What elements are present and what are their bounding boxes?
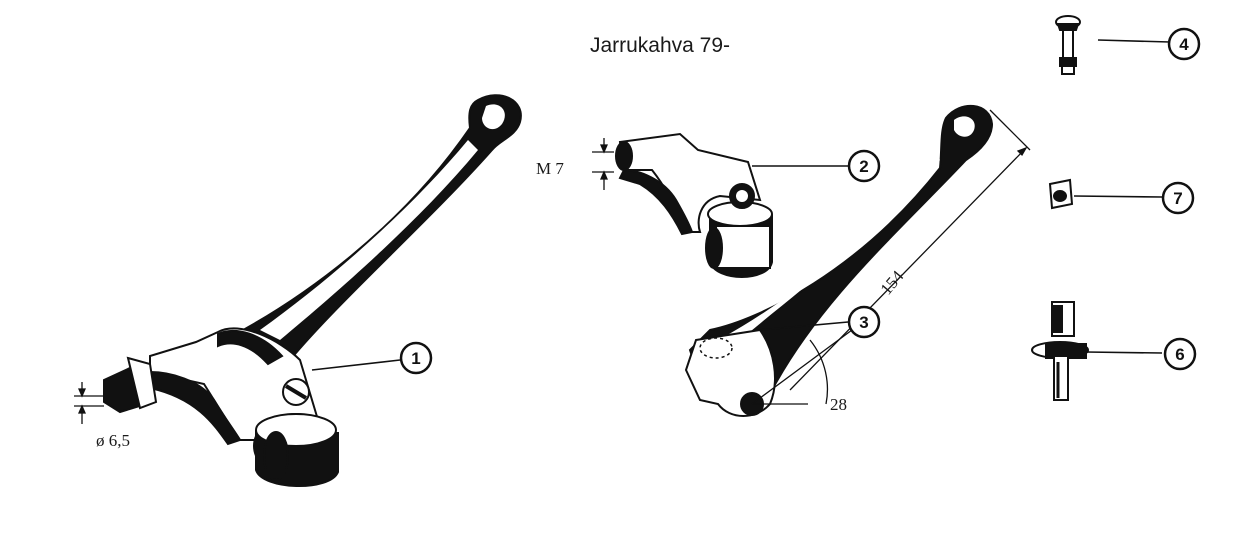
dim-angle-label: 28: [830, 395, 847, 414]
part-2-bracket: [615, 132, 773, 278]
part-1-lever: [103, 94, 522, 488]
svg-text:7: 7: [1173, 189, 1182, 208]
callout-6: 6: [1163, 337, 1197, 371]
callouts: 1 2 3 4 6 7: [399, 27, 1201, 375]
part-6-cable-adjuster: [1031, 301, 1089, 401]
diagram-title: Jarrukahva 79-: [589, 34, 731, 57]
dimension-lines: [74, 109, 1031, 424]
part-4-screw: [1055, 15, 1081, 75]
dim-length-label: 154: [877, 266, 908, 298]
part-7-cable-nipple: [1048, 178, 1074, 210]
callout-7: 7: [1161, 181, 1195, 215]
svg-text:1: 1: [411, 349, 420, 368]
svg-text:2: 2: [859, 157, 868, 176]
svg-text:6: 6: [1175, 345, 1184, 364]
svg-text:3: 3: [859, 313, 868, 332]
dim-thread-label: M 7: [536, 159, 564, 178]
leader-lines: [311, 39, 1171, 371]
callout-1: 1: [399, 341, 433, 375]
callout-2: 2: [847, 149, 881, 183]
callout-3: 3: [847, 305, 881, 339]
dim-diameter-label: ø 6,5: [96, 431, 130, 450]
callout-4: 4: [1167, 27, 1201, 61]
svg-text:4: 4: [1179, 35, 1189, 54]
